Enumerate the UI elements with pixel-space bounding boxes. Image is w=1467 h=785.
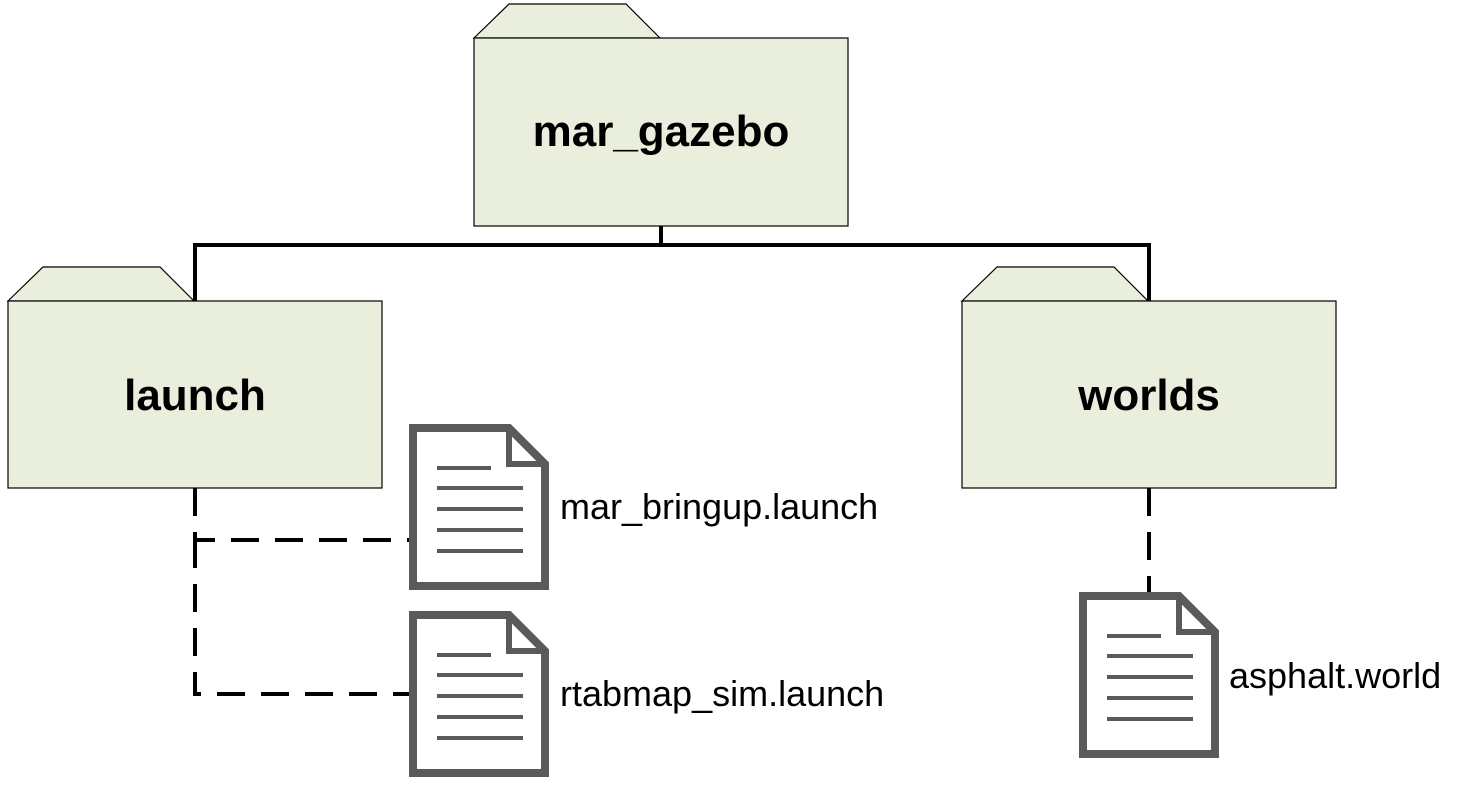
document-icon — [409, 611, 549, 777]
file-connectors — [193, 488, 1151, 696]
folder-icon — [6, 266, 196, 302]
document-icon — [1079, 592, 1219, 758]
folder-launch: launch — [6, 266, 383, 489]
file-label-rtabmap-sim: rtabmap_sim.launch — [560, 673, 884, 714]
folder-label-mar-gazebo: mar_gazebo — [533, 107, 790, 156]
folder-icon — [960, 266, 1150, 302]
folder-icon — [472, 3, 662, 39]
file-label-mar-bringup: mar_bringup.launch — [560, 486, 878, 527]
file-label-asphalt: asphalt.world — [1229, 655, 1441, 696]
folder-label-launch: launch — [124, 371, 266, 420]
file-asphalt: asphalt.world — [1079, 592, 1441, 758]
folder-worlds: worlds — [960, 266, 1337, 489]
folder-body — [961, 300, 1337, 489]
document-icon — [409, 424, 549, 590]
folder-body — [7, 300, 383, 489]
launch-to-rtabmap-sim-connector — [193, 540, 412, 696]
tree-connectors — [193, 226, 1151, 301]
launch-to-mar-bringup-connector — [193, 488, 412, 542]
folder-mar-gazebo: mar_gazebo — [472, 3, 849, 227]
file-mar-bringup: mar_bringup.launch — [409, 424, 878, 590]
file-rtabmap-sim: rtabmap_sim.launch — [409, 611, 884, 777]
folder-body — [473, 37, 849, 227]
folder-label-worlds: worlds — [1077, 371, 1220, 420]
